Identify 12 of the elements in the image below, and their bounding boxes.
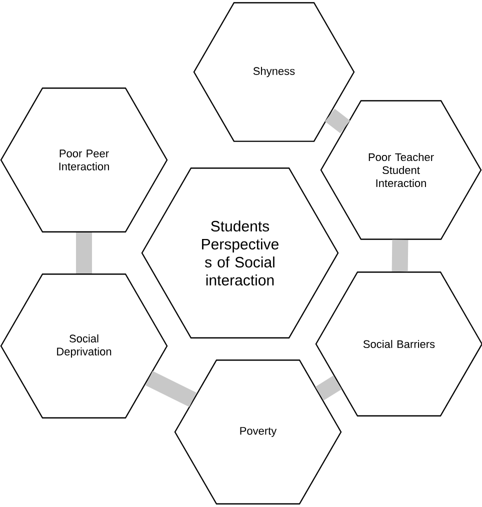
hexagon-box: Social Barriers	[315, 272, 482, 416]
connector-band	[392, 240, 408, 272]
hexagon-box: Social Deprivation	[0, 274, 168, 418]
connector-band	[324, 108, 350, 134]
hexagon-box: Students Perspective s of Social interaction	[141, 168, 339, 338]
connector-band	[146, 371, 196, 407]
hexagon-box: Poverty	[174, 360, 342, 504]
hexagon-box: Poor Peer Interaction	[0, 88, 168, 232]
hexagon-box: Shyness	[193, 2, 355, 142]
hexagon-box: Poor Teacher Student Interaction	[320, 100, 482, 240]
connector-band	[315, 376, 342, 400]
connector-band	[76, 232, 92, 274]
